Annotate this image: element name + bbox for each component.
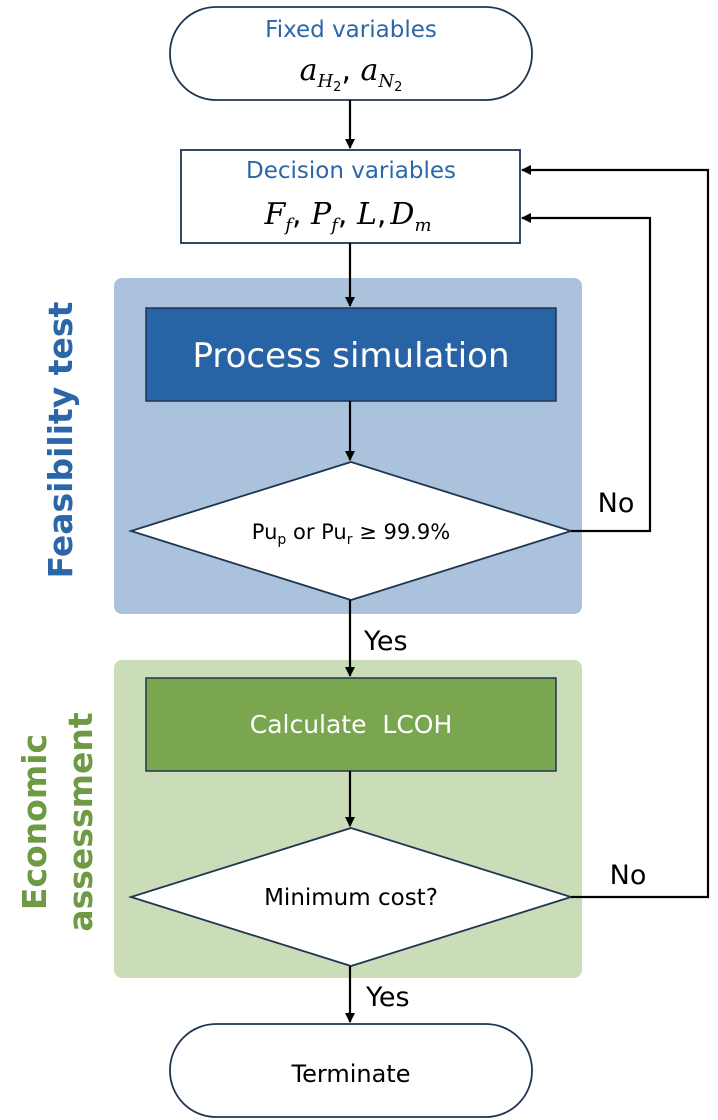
decision-variables-node xyxy=(180,149,521,244)
process-simulation-node xyxy=(145,307,557,402)
fixed-variables-expression: aH2, aN2 xyxy=(300,53,403,95)
arrow-purity-no-loop xyxy=(521,213,652,533)
label-no-1: No xyxy=(598,488,635,519)
minimum-cost-label: Minimum cost? xyxy=(264,885,438,911)
feasibility-region-label: Feasibility test xyxy=(41,301,80,578)
process-simulation-label: Process simulation xyxy=(192,336,509,376)
terminate-label: Terminate xyxy=(291,1060,411,1088)
calculate-lcoh-node xyxy=(145,677,557,772)
label-yes-2: Yes xyxy=(365,982,410,1013)
decision-variables-expression: Ff, Pf, L,Dm xyxy=(263,197,431,236)
label-yes-1: Yes xyxy=(363,626,408,657)
calculate-lcoh-label: Calculate LCOH xyxy=(250,710,453,739)
economic-region-label-line1: Economic xyxy=(15,734,54,910)
economic-region-label-line2: assessment xyxy=(61,712,100,931)
arrow-mincost-no-loop xyxy=(521,165,710,899)
terminate-node xyxy=(169,1023,533,1118)
decision-variables-title: Decision variables xyxy=(246,158,456,184)
purity-check-label: Pup or Pur ≥ 99.9% xyxy=(252,520,450,548)
fixed-variables-title: Fixed variables xyxy=(265,17,437,43)
label-no-2: No xyxy=(610,860,647,891)
